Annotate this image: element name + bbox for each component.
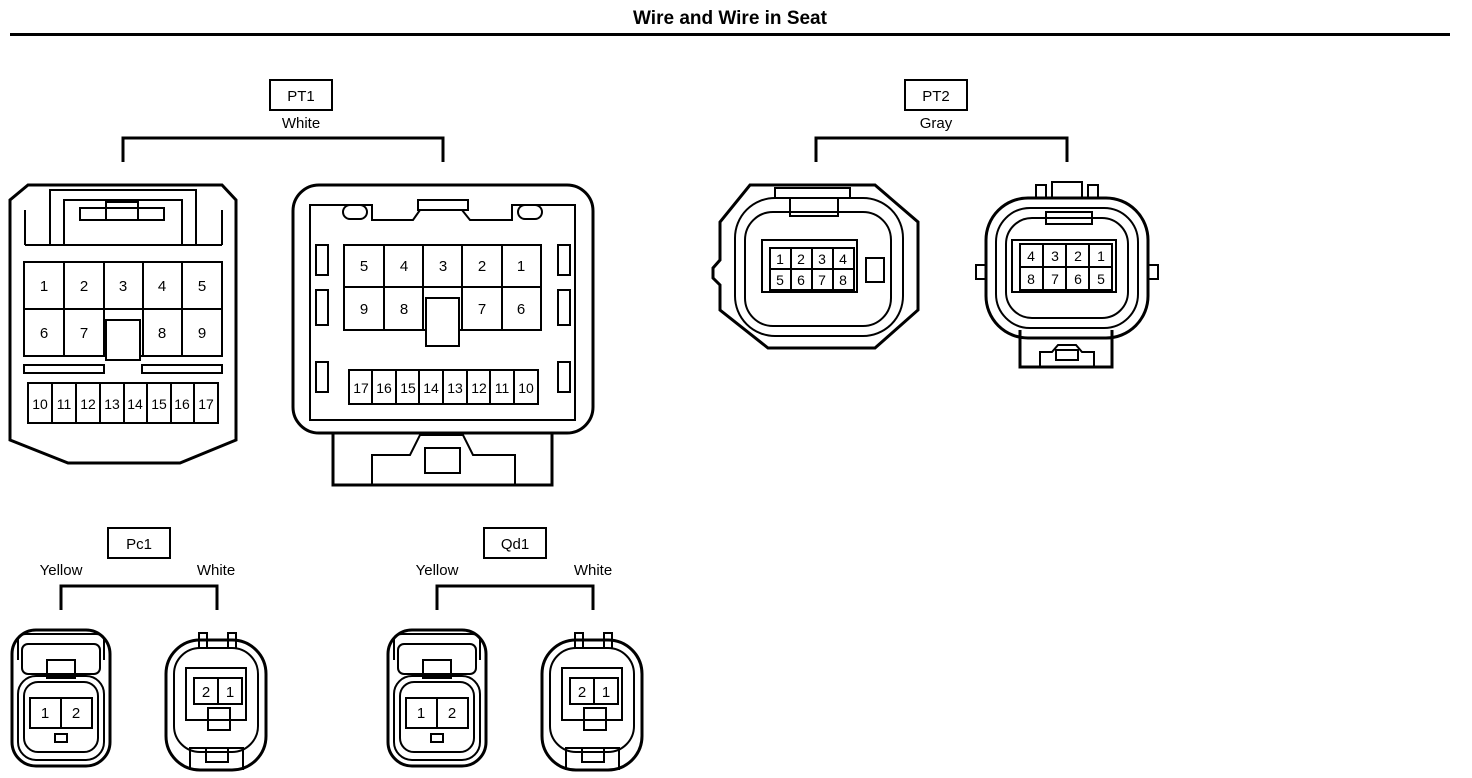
pt2-right-pin: 7 xyxy=(1051,271,1059,287)
page-title: Wire and Wire in Seat xyxy=(633,8,827,29)
pc1-right-color: White xyxy=(197,562,235,579)
pt1-left-pin: 11 xyxy=(57,396,72,412)
pt2-code: PT2 xyxy=(922,88,950,105)
pt1-right-pin: 7 xyxy=(478,301,486,318)
pt1-left-pin: 12 xyxy=(80,396,96,412)
pt1-right-pin: 3 xyxy=(439,258,447,275)
pt1-left-pin: 6 xyxy=(40,325,48,342)
pt1-left-pin: 9 xyxy=(198,325,206,342)
pt1-right-pin: 1 xyxy=(517,258,525,275)
pt1-right-pin: 9 xyxy=(360,301,368,318)
pc1-code: Pc1 xyxy=(126,536,152,553)
pt1-left-pin: 10 xyxy=(32,396,48,412)
pt2-left-pin: 3 xyxy=(818,251,826,267)
qd1-right-pin: 2 xyxy=(578,684,586,701)
pt2-right-pin: 1 xyxy=(1097,248,1105,264)
qd1-left-color: Yellow xyxy=(416,562,459,579)
pt1-left-pin: 17 xyxy=(198,396,214,412)
pt1-left-pin: 8 xyxy=(158,325,166,342)
qd1-bracket xyxy=(435,584,595,610)
qd1-right-connector xyxy=(540,632,644,772)
pt1-left-pin: 7 xyxy=(80,325,88,342)
pc1-right-pin: 2 xyxy=(202,684,210,701)
pt1-left-pin: 5 xyxy=(198,278,206,295)
pt2-right-pin: 6 xyxy=(1074,271,1082,287)
qd1-group: Qd1 Yellow White 1 2 xyxy=(386,527,644,772)
pt1-left-pin: 3 xyxy=(119,278,127,295)
pc1-right-pin: 1 xyxy=(226,684,234,701)
qd1-right-color: White xyxy=(574,562,612,579)
pt2-color: Gray xyxy=(920,115,953,132)
pt2-left-pin: 5 xyxy=(776,272,784,288)
qd1-left-connector xyxy=(386,628,488,768)
pt2-right-pin: 5 xyxy=(1097,271,1105,287)
pt1-right-pin: 8 xyxy=(400,301,408,318)
pt1-color: White xyxy=(282,115,320,132)
pt1-code: PT1 xyxy=(287,88,315,105)
pc1-left-connector xyxy=(10,628,112,768)
qd1-code-box xyxy=(483,527,547,559)
pt2-left-pin: 2 xyxy=(797,251,805,267)
pt1-right-pin: 12 xyxy=(471,380,487,396)
pt2-code-box xyxy=(904,79,968,111)
pc1-left-pin: 2 xyxy=(72,705,80,722)
pt2-left-pin: 7 xyxy=(818,272,826,288)
pt1-right-pin: 11 xyxy=(495,380,510,396)
pc1-bracket xyxy=(59,584,219,610)
pt1-right-pin: 17 xyxy=(353,380,369,396)
pt2-left-pin: 6 xyxy=(797,272,805,288)
pt2-right-pin: 4 xyxy=(1027,248,1035,264)
title-rule xyxy=(10,33,1450,36)
pt1-right-pin: 2 xyxy=(478,258,486,275)
pt2-right-pin: 3 xyxy=(1051,248,1059,264)
pt1-code-box xyxy=(269,79,333,111)
pt1-right-pin: 13 xyxy=(447,380,463,396)
qd1-code: Qd1 xyxy=(501,536,529,553)
pt1-right-pin: 6 xyxy=(517,301,525,318)
pc1-group: Pc1 Yellow White 1 2 xyxy=(10,527,268,772)
pt2-right-pin: 2 xyxy=(1074,248,1082,264)
pt2-left-pin: 4 xyxy=(839,251,847,267)
pt1-left-pin: 13 xyxy=(104,396,120,412)
qd1-left-pin: 2 xyxy=(448,705,456,722)
pt2-bracket xyxy=(814,136,1069,162)
pt1-right-pin: 10 xyxy=(518,380,534,396)
pc1-left-pin: 1 xyxy=(41,705,49,722)
pt1-right-pin: 4 xyxy=(400,258,408,275)
pt1-left-pin: 15 xyxy=(151,396,167,412)
pc1-right-connector xyxy=(164,632,268,772)
qd1-left-pin: 1 xyxy=(417,705,425,722)
pt2-left-pin: 8 xyxy=(839,272,847,288)
pt1-right-pin: 14 xyxy=(423,380,439,396)
pt2-group: PT2 Gray 1 2 3 4 5 6 7 8 xyxy=(711,79,1159,369)
pc1-code-box xyxy=(107,527,171,559)
pt1-right-pin: 16 xyxy=(376,380,392,396)
pt1-right-pin: 5 xyxy=(360,258,368,275)
pt1-left-pin: 14 xyxy=(127,396,143,412)
pt1-right-connector xyxy=(291,183,595,487)
pt2-right-pin: 8 xyxy=(1027,271,1035,287)
pt1-left-pin: 4 xyxy=(158,278,166,295)
pt2-right-connector xyxy=(975,181,1159,369)
pt1-group: PT1 White xyxy=(8,79,595,487)
pt1-right-pin: 15 xyxy=(400,380,416,396)
pt1-left-pin: 2 xyxy=(80,278,88,295)
pt2-left-connector xyxy=(711,183,920,350)
pt1-left-pin: 16 xyxy=(174,396,190,412)
pt1-left-connector xyxy=(8,183,238,465)
pt2-left-pin: 1 xyxy=(776,251,784,267)
pc1-left-color: Yellow xyxy=(40,562,83,579)
qd1-right-pin: 1 xyxy=(602,684,610,701)
pt1-bracket xyxy=(121,136,445,162)
pt1-left-pin: 1 xyxy=(40,278,48,295)
